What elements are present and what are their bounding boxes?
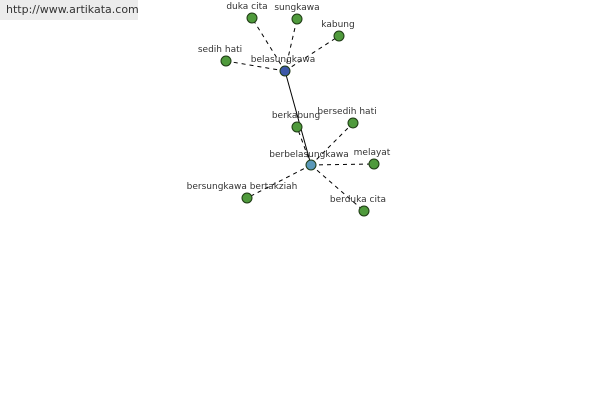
- node-melayat[interactable]: [368, 158, 380, 170]
- edge-belasungkawa-duka_cita: [251, 17, 286, 72]
- edge-belasungkawa-sungkawa: [284, 18, 298, 72]
- node-label-melayat[interactable]: melayat: [354, 148, 391, 158]
- source-url[interactable]: http://www.artikata.com: [0, 0, 139, 20]
- edge-berbelasungkawa-bersedih_hati: [310, 122, 354, 166]
- node-label-berbelasungkawa[interactable]: berbelasungkawa: [269, 150, 348, 160]
- node-sedih_hati[interactable]: [220, 55, 232, 67]
- node-kabung[interactable]: [333, 30, 345, 42]
- node-berkabung[interactable]: [291, 121, 303, 133]
- edge-berbelasungkawa-berduka_cita: [310, 164, 365, 212]
- node-label-berduka_cita[interactable]: berduka cita: [330, 195, 386, 205]
- edge-belasungkawa-kabung: [284, 35, 340, 72]
- node-label-belasungkawa[interactable]: belasungkawa: [251, 55, 316, 65]
- node-bersungkawa_bertakziah[interactable]: [241, 192, 253, 204]
- edge-berbelasungkawa-melayat: [310, 163, 375, 166]
- node-bersedih_hati[interactable]: [347, 117, 359, 129]
- edge-belasungkawa-berbelasungkawa: [284, 70, 312, 166]
- edge-belasungkawa-sedih_hati: [225, 60, 286, 72]
- node-label-sedih_hati[interactable]: sedih hati: [198, 45, 242, 55]
- node-label-bersungkawa_bertakziah[interactable]: bersungkawa bertakziah: [187, 182, 298, 192]
- node-duka_cita[interactable]: [246, 12, 258, 24]
- node-label-sungkawa[interactable]: sungkawa: [274, 3, 319, 13]
- node-berduka_cita[interactable]: [358, 205, 370, 217]
- node-label-berkabung[interactable]: berkabung: [272, 111, 320, 121]
- node-label-bersedih_hati[interactable]: bersedih hati: [317, 107, 376, 117]
- node-label-duka_cita[interactable]: duka cita: [226, 2, 267, 12]
- edge-berbelasungkawa-berkabung: [296, 126, 312, 166]
- node-berbelasungkawa[interactable]: [305, 159, 317, 171]
- node-sungkawa[interactable]: [291, 13, 303, 25]
- node-belasungkawa[interactable]: [279, 65, 291, 77]
- node-label-kabung[interactable]: kabung: [321, 20, 354, 30]
